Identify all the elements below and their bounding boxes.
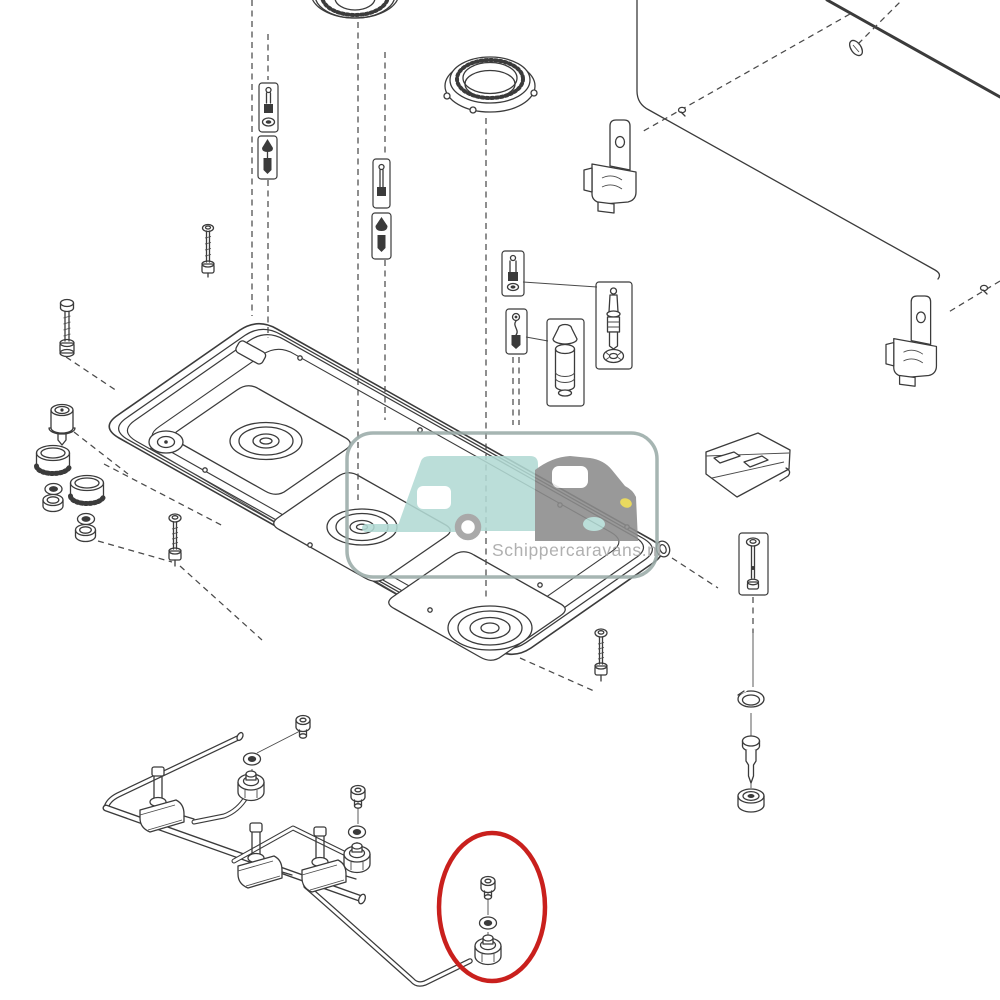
leader-bracket-right [946, 280, 1000, 314]
electrode-box-3 [505, 308, 528, 355]
injector-needle [741, 735, 761, 784]
leader-fitting-1 [251, 730, 301, 776]
inlet-pipe [103, 731, 244, 811]
burner-mount-small [229, 421, 303, 461]
washer-3 [478, 916, 498, 930]
mounting-bolt-long [59, 298, 75, 358]
hinge-bracket-right [885, 295, 938, 387]
watermark-text: Schippercaravans.nl [492, 540, 662, 560]
banjo-bolt-3 [480, 875, 496, 900]
burner-cap-top [312, 0, 398, 19]
mounting-screw-left [201, 223, 215, 278]
injector-box-2 [372, 158, 391, 209]
injector-box-1 [258, 82, 279, 133]
burner-cup-box [546, 318, 585, 407]
retaining-ring [737, 688, 765, 708]
lid-screw-left [677, 106, 687, 117]
mounting-screw-right [594, 628, 608, 682]
ignition-switch [48, 403, 76, 446]
seal-ring-and-burner-cup-pair-1 [42, 482, 64, 513]
control-knob-2 [68, 474, 106, 506]
glass-lid-panel [636, 0, 1000, 280]
screw-box-right [738, 532, 769, 596]
seal-ring-and-burner-cup-pair-2 [74, 512, 97, 543]
gas-pipe-long [303, 883, 473, 987]
gas-valve-1 [139, 766, 195, 833]
spark-plug-box [595, 281, 633, 370]
car-wheel-accent [583, 517, 605, 531]
gas-pipe-middle [231, 825, 351, 864]
box-connector-1 [522, 281, 598, 288]
lid-grommet [848, 39, 864, 57]
injector-box-3 [501, 250, 525, 297]
caravan-window [417, 486, 451, 509]
piezo-boss [148, 430, 184, 454]
burner-mount-large [447, 605, 533, 651]
electrode-box-1 [257, 135, 278, 180]
watermark-frame [345, 431, 659, 579]
cooktop-body-pan [108, 322, 671, 661]
elbow-nut-1 [237, 770, 265, 802]
car-window [552, 466, 588, 488]
car-headlight [620, 498, 632, 508]
washer-1 [242, 752, 262, 766]
electrode-box-2 [371, 212, 392, 260]
cap-nut [737, 788, 765, 813]
elbow-nut-2 [343, 842, 371, 874]
banjo-bolt-1 [295, 714, 311, 739]
burner-base-ring [443, 56, 538, 114]
watermark: Schippercaravans.nl [345, 431, 662, 579]
box-connector-2 [525, 336, 549, 342]
caravan-wheel [454, 513, 482, 541]
elbow-nut-3 [474, 934, 502, 966]
caravan-silhouette [396, 456, 538, 531]
washer-2 [347, 825, 367, 839]
mounting-screw-front [168, 513, 182, 567]
elbow-tube-1 [191, 793, 250, 825]
banjo-bolt-2 [350, 784, 366, 809]
highlight-ellipse [436, 830, 548, 984]
control-knob-1 [34, 444, 72, 476]
hinge-bracket-left [583, 119, 637, 214]
thermocouple-carrier-bracket [705, 432, 791, 498]
leader-bracket-left [639, 13, 851, 134]
